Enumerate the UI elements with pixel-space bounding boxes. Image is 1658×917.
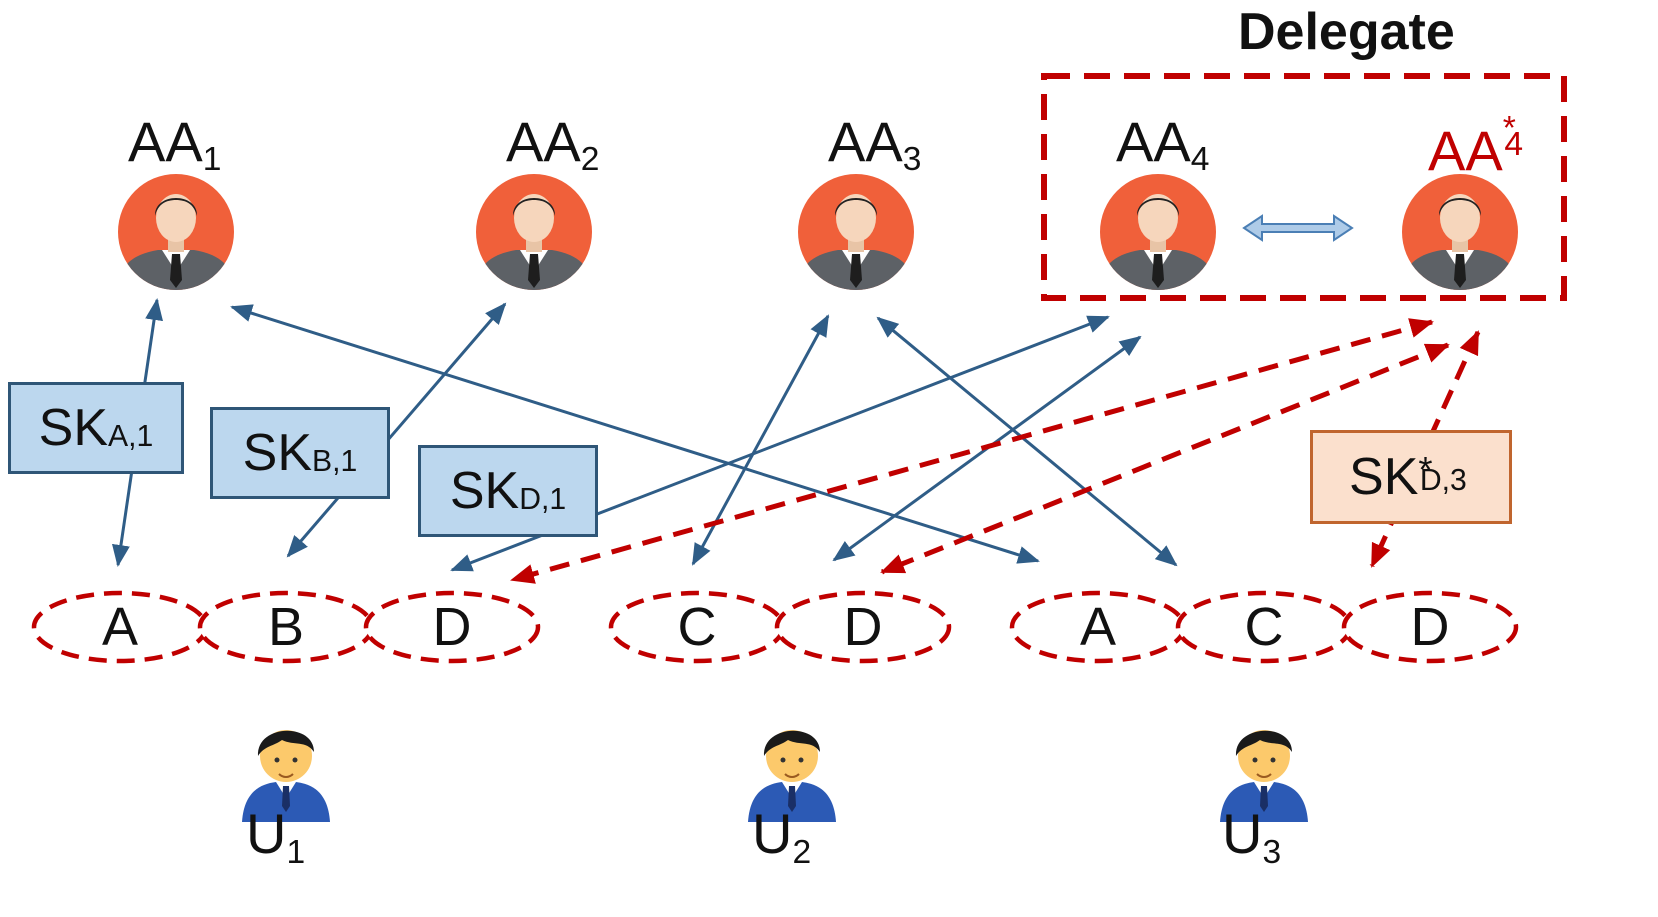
u3-attr-d-ellipse — [1341, 590, 1519, 664]
aa4star-avatar — [1398, 174, 1522, 302]
arrow-aa3-u3c — [876, 316, 1178, 567]
delegate-frame — [1041, 73, 1567, 301]
arrow-aa4star-u2d — [880, 342, 1450, 575]
u1-attr-d-ellipse — [363, 590, 541, 664]
u3-label: U3 — [1222, 802, 1282, 872]
aa4-label: AA4 — [1116, 110, 1210, 179]
aa3-avatar — [794, 174, 918, 302]
u3-attr-c: C — [1244, 597, 1284, 657]
arrow-aa3-c — [691, 314, 830, 566]
u3-attr-d: D — [1410, 597, 1450, 657]
u2-attr-d-ellipse — [774, 590, 952, 664]
attribute-ellipses — [31, 590, 1519, 664]
u2-label: U2 — [752, 802, 812, 872]
u1-attr-a: A — [101, 597, 139, 657]
aa1-avatar — [114, 174, 238, 302]
aa2-label: AA2 — [506, 110, 600, 179]
u3-attr-a: A — [1079, 597, 1117, 657]
delegation-link — [1242, 214, 1354, 242]
aa1-label: AA1 — [128, 110, 222, 179]
sk-star-d3-box: SK*D,3 — [1310, 430, 1512, 524]
delegate-label: Delegate — [1238, 3, 1455, 61]
aa4-avatar — [1096, 174, 1220, 302]
aa2-avatar — [472, 174, 596, 302]
u1-attr-b: B — [267, 597, 305, 657]
aa3-label: AA3 — [828, 110, 922, 179]
u2-attr-d: D — [843, 597, 883, 657]
u2-attr-c: C — [677, 597, 717, 657]
u1-attr-d: D — [432, 597, 472, 657]
u1-label: U1 — [246, 802, 306, 872]
aa4star-label: AA*4 — [1428, 110, 1524, 182]
